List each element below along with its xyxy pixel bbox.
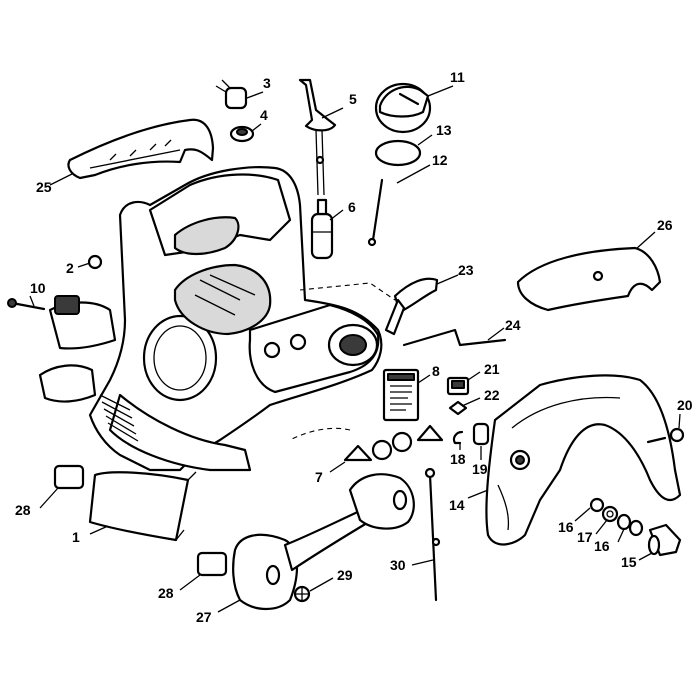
callout-25: 25 (36, 179, 52, 195)
part-1-nozzle (88, 471, 197, 542)
part-26-handle-cover-right (516, 246, 662, 312)
assembly-line-trigger (299, 282, 396, 301)
part-24-throttle-rod (402, 328, 507, 347)
part-22-contact-spring (448, 400, 468, 416)
callout-12: 12 (432, 152, 448, 168)
callout-13: 13 (436, 122, 452, 138)
part-2-plug (87, 254, 103, 270)
callout-28b: 28 (158, 585, 174, 601)
part-3-valve (215, 79, 248, 110)
callout-1: 1 (72, 529, 80, 545)
callout-27: 27 (196, 609, 212, 625)
callout-19: 19 (472, 461, 488, 477)
part-29-screw (293, 585, 311, 603)
part-19-switch-lever (472, 422, 490, 446)
callout-20: 20 (677, 397, 693, 413)
callout-5: 5 (349, 91, 357, 107)
part-10-screw (7, 298, 46, 311)
callout-24: 24 (505, 317, 521, 333)
part-17-washer (601, 505, 619, 523)
part-15-knob (647, 523, 682, 557)
part-8-warning-label (382, 368, 420, 422)
part-4-grommet (229, 125, 255, 143)
callout-29: 29 (337, 567, 353, 583)
part-7-pictogram-label (343, 424, 444, 462)
part-28-mount-upper (53, 464, 85, 490)
assembly-line-label (289, 427, 351, 441)
callout-3: 3 (263, 75, 271, 91)
callout-4: 4 (260, 107, 268, 123)
callout-8: 8 (432, 363, 440, 379)
callout-18: 18 (450, 451, 466, 467)
part-30-wire (424, 467, 441, 602)
part-18-clip (452, 430, 464, 445)
callout-2: 2 (66, 260, 74, 276)
part-23-throttle-trigger (384, 277, 439, 336)
callout-23: 23 (458, 262, 474, 278)
callout-6: 6 (348, 199, 356, 215)
part-5-fuel-hose (298, 78, 337, 196)
callout-14: 14 (449, 497, 465, 513)
callout-30: 30 (390, 557, 406, 573)
callout-leaders (29, 85, 681, 613)
callout-11: 11 (450, 69, 465, 85)
part-14-handle-housing (485, 374, 682, 546)
callout-10: 10 (30, 280, 46, 296)
part-28-mount-lower (196, 551, 228, 577)
part-16-washer-b (616, 513, 644, 537)
part-27-rear-handle (232, 473, 415, 611)
callout-26: 26 (657, 217, 673, 233)
callout-7: 7 (315, 469, 323, 485)
part-12-strap (367, 178, 384, 247)
callout-21: 21 (484, 361, 500, 377)
callout-16a: 16 (558, 519, 574, 535)
part-1-blower-housing (38, 166, 383, 472)
part-16-washer-a (589, 497, 605, 513)
part-6-fuel-filter (310, 198, 334, 260)
part-21-stop-switch (446, 376, 470, 396)
callout-16b: 16 (594, 538, 610, 554)
callout-22: 22 (484, 387, 500, 403)
part-11-fuel-cap (374, 82, 432, 134)
callout-28a: 28 (15, 502, 31, 518)
part-20-screw (646, 427, 685, 444)
part-13-o-ring (374, 139, 422, 167)
part-25-handle-cover (67, 118, 215, 180)
callout-17: 17 (577, 529, 593, 545)
callout-numbers: 1 2 3 4 5 6 7 8 10 11 12 13 14 15 16 16 … (15, 69, 693, 625)
callout-15: 15 (621, 554, 637, 570)
